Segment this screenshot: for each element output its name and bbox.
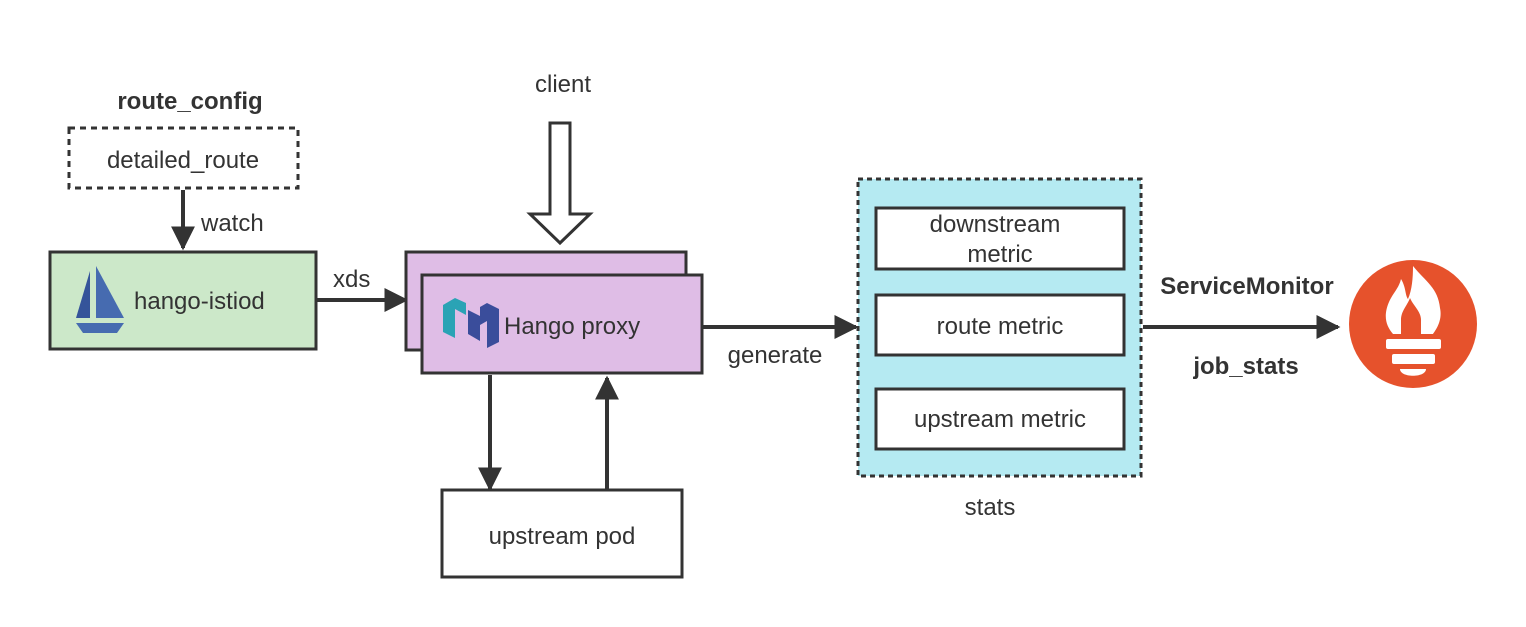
upstream-metric-label: upstream metric: [914, 406, 1086, 433]
prometheus-flame-icon: [1349, 260, 1477, 388]
detailed-route-label: detailed_route: [107, 147, 259, 174]
istio-sail-icon: [76, 266, 124, 333]
upstream-pod-box: [440, 488, 684, 579]
service-monitor-label: ServiceMonitor: [1160, 273, 1333, 300]
proxy-label: Hango proxy: [504, 313, 640, 340]
downstream-metric-box: [874, 206, 1126, 271]
job-stats-label: job_stats: [1192, 353, 1298, 380]
watch-label: watch: [200, 210, 264, 237]
downstream-metric-label-line2: metric: [967, 241, 1032, 268]
route-metric-box: [874, 293, 1126, 357]
upstream-pod-label: upstream pod: [489, 523, 636, 550]
client-label: client: [535, 71, 591, 98]
route-config-title: route_config: [117, 88, 262, 115]
client-arrow: [526, 121, 594, 246]
detailed-route-box: [67, 126, 300, 190]
xds-label: xds: [333, 266, 370, 293]
stats-caption: stats: [965, 494, 1016, 521]
hango-logo-icon: [443, 298, 499, 348]
upstream-metric-box: [874, 387, 1126, 451]
downstream-metric-label-line1: downstream: [930, 211, 1061, 238]
generate-label: generate: [728, 342, 823, 369]
istiod-label: hango-istiod: [134, 288, 265, 315]
route-metric-label: route metric: [937, 313, 1064, 340]
